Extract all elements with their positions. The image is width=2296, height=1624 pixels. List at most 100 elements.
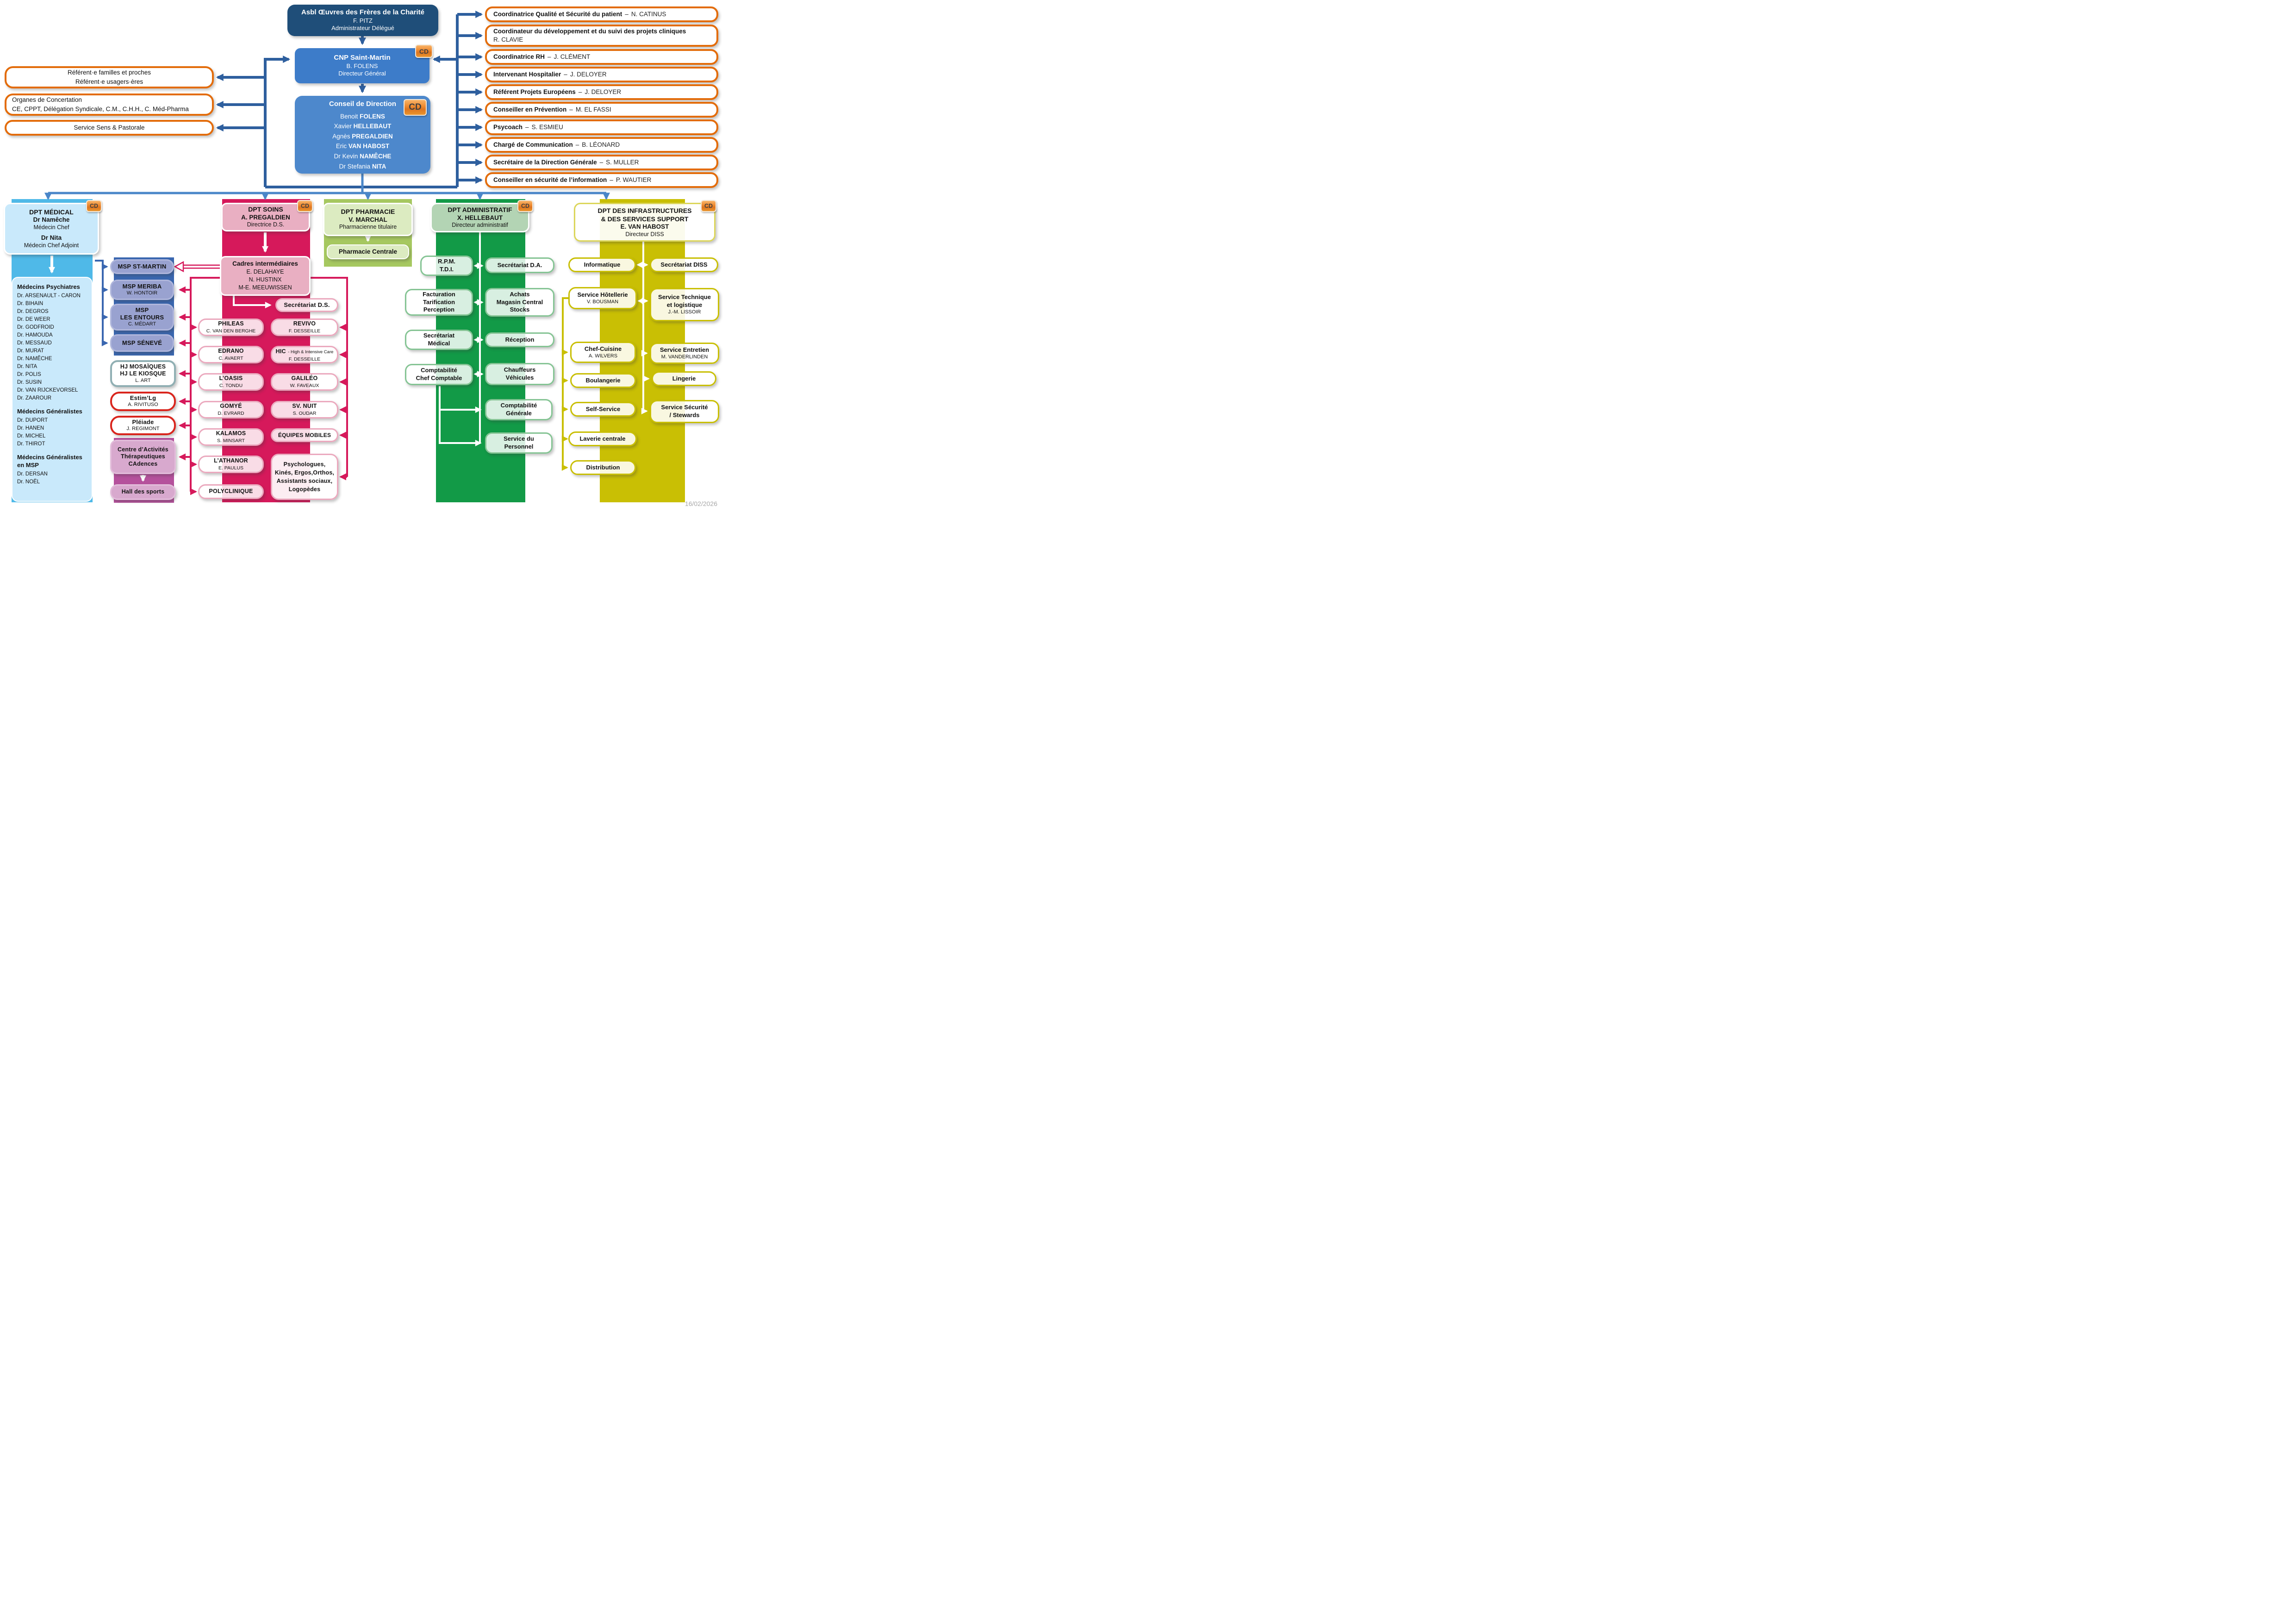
msp-meriba-box: MSP MERIBA W. HONTOIR xyxy=(110,280,174,300)
boulangerie-box: Boulangerie xyxy=(570,373,636,388)
cadres-title: Cadres intermédiaires xyxy=(232,260,298,268)
medical-header: DPT MÉDICAL Dr Namêche Médecin Chef Dr N… xyxy=(4,203,99,255)
cadres-to-stmartin-link xyxy=(174,261,220,273)
unit-name: E. PAULUS xyxy=(218,465,244,471)
unit-title: SV. NUIT xyxy=(292,403,317,410)
dash-separator: – xyxy=(575,141,579,148)
pharmacie-centrale-label: Pharmacie Centrale xyxy=(338,248,398,255)
cadences-box: Centre d’Activités Thérapeutiques CAdenc… xyxy=(110,440,176,474)
conseil-member: Eric VAN HABOST xyxy=(336,141,389,151)
light-blue-connectors xyxy=(44,174,610,200)
entretien-box: Service Entretien M. VANDERLINDEN xyxy=(650,343,719,364)
secretariat-medical-label: Secrétariat Médical xyxy=(423,332,455,347)
unit-sv-nuit: SV. NUIT S. OUDAR xyxy=(271,401,338,418)
cd-badge-diss: CD xyxy=(701,200,716,212)
service-personnel-box: Service du Personnel xyxy=(485,432,553,454)
asbl-title: Asbl Œuvres des Frères de la Charité xyxy=(301,8,424,17)
unit-title: ÉQUIPES MOBILES xyxy=(278,431,331,438)
staff-name: N. CATINUS xyxy=(631,10,666,18)
admin-header: DPT ADMINISTRATIF X. HELLEBAUT Directeur… xyxy=(430,203,529,232)
staff-name: S. MULLER xyxy=(606,158,639,166)
medical-group-psychiatres: Médecins Psychiatres Dr. ARSENAULT - CAR… xyxy=(17,283,81,402)
self-service-label: Self-Service xyxy=(585,405,621,412)
diss-header: DPT DES INFRASTRUCTURES & DES SERVICES S… xyxy=(574,203,716,242)
member-given: Eric xyxy=(336,143,347,150)
admin-title: DPT ADMINISTRATIF xyxy=(448,206,512,213)
asbl-role: Administrateur Délégué xyxy=(331,25,394,32)
staff-box-psycoach: Psycoach–S. ESMIEU xyxy=(485,119,718,135)
pharmacie-role: Pharmacienne titulaire xyxy=(339,224,397,231)
comptabilite-generale-box: Comptabilité Générale xyxy=(485,399,553,420)
unit-title: L’ATHANOR xyxy=(214,457,248,464)
soins-title: DPT SOINS xyxy=(248,206,283,213)
soins-name: A. PREGALDIEN xyxy=(241,213,290,221)
dash-separator: – xyxy=(578,88,582,95)
unit-oasis: L’OASIS C. TONDU xyxy=(198,373,264,391)
reception-box: Réception xyxy=(485,332,554,347)
staff-role: Coordinatrice RH xyxy=(493,53,545,60)
rpm-tdi-box: R.P.M. T.D.I. xyxy=(420,256,473,276)
staff-name: B. LÉONARD xyxy=(582,141,620,148)
secretariat-da-box: Secrétariat D.A. xyxy=(485,257,554,273)
medical-chief-name: Dr Namêche xyxy=(33,216,70,224)
group-names: Dr. ARSENAULT - CARON Dr. BIHAIN Dr. DEG… xyxy=(17,293,81,401)
msp-connectors xyxy=(95,260,108,346)
asbl-name: F. PITZ xyxy=(353,17,373,25)
informatique-box: Informatique xyxy=(568,257,636,272)
staff-name: S. ESMIEU xyxy=(531,123,563,131)
laverie-box: Laverie centrale xyxy=(568,431,637,446)
conseil-member: Dr Kevin NAMÊCHE xyxy=(334,151,392,162)
staff-name: J. CLÉMENT xyxy=(554,53,591,60)
dash-separator: – xyxy=(610,176,613,183)
msp-title: MSP ST-MARTIN xyxy=(118,262,167,270)
staff-name: J. DELOYER xyxy=(585,88,622,95)
group-heading: Médecins Psychiatres xyxy=(17,283,80,290)
lingerie-box: Lingerie xyxy=(652,371,716,386)
staff-role: Référent Projets Européens xyxy=(493,88,576,95)
rpm-label: R.P.M. T.D.I. xyxy=(437,258,456,273)
distribution-label: Distribution xyxy=(586,463,620,471)
unit-name: C. VAN DEN BERGHE xyxy=(206,328,256,334)
msp-st-martin-box: MSP ST-MARTIN xyxy=(110,259,174,274)
cuisine-name: A. WILVERS xyxy=(588,353,618,359)
conseil-member: Xavier HELLEBAUT xyxy=(334,121,392,131)
hall-des-sports-box: Hall des sports xyxy=(110,484,176,500)
dark-blue-connectors xyxy=(216,11,483,188)
cadres-names: E. DELAHAYE N. HUSTINX M-E. MEEUWISSEN xyxy=(238,269,292,291)
admin-role: Directeur administratif xyxy=(452,222,508,229)
psychologues-box: Psychologues, Kinés, Ergos,Orthos, Assis… xyxy=(271,454,338,500)
unit-title: REVIVO xyxy=(293,320,316,327)
group-heading: Médecins Généralistes en MSP xyxy=(17,454,82,468)
medical-chief-role: Médecin Chef xyxy=(33,224,69,231)
medical-adjoint-role: Médecin Chef Adjoint xyxy=(24,242,79,249)
member-family: NITA xyxy=(372,162,386,170)
comptabilite-generale-label: Comptabilité Générale xyxy=(500,402,537,417)
pleiade-title: Pléiade xyxy=(132,418,154,425)
unit-title: GOMYÉ xyxy=(220,403,242,410)
cnp-name: B. FOLENS xyxy=(346,62,378,70)
unit-polyclinique: POLYCLINIQUE xyxy=(198,484,264,499)
unit-suffix: - High & Intensive Care xyxy=(288,349,334,355)
unit-title: L’OASIS xyxy=(219,375,243,382)
dash-separator: – xyxy=(548,53,551,60)
staff-role: Intervenant Hospitalier xyxy=(493,70,561,78)
connector-layer xyxy=(44,11,650,495)
msp-name: C. MÉDART xyxy=(128,321,156,327)
chauffeurs-box: Chauffeurs Véhicules xyxy=(485,363,554,385)
pharmacie-header: DPT PHARMACIE V. MARCHAL Pharmacienne ti… xyxy=(323,203,413,236)
cd-badge-medical: CD xyxy=(86,200,102,212)
chef-cuisine-box: Chef-Cuisine A. WILVERS xyxy=(570,342,636,363)
secretariat-diss-label: Secrétariat DISS xyxy=(660,261,708,268)
referent-label: Référent·e familles et proches Référent·… xyxy=(67,69,151,85)
staff-role: Conseiller en sécurité de l’information xyxy=(493,176,607,183)
hotellerie-name: V. BOUSMAN xyxy=(586,299,619,305)
staff-box-communication: Chargé de Communication–B. LÉONARD xyxy=(485,137,718,153)
msp-name: W. HONTOIR xyxy=(126,290,158,296)
technique-box: Service Technique et logistique J.-M. LI… xyxy=(650,288,719,321)
msp-les-entours-box: MSP LES ENTOURS C. MÉDART xyxy=(110,304,174,331)
hj-box: HJ MOSAÏQUES HJ LE KIOSQUE L. ART xyxy=(110,360,176,387)
white-connectors xyxy=(49,232,650,482)
date-label: 16/02/2026 xyxy=(684,500,717,507)
conseil-member: Benoit FOLENS xyxy=(340,112,385,122)
boulangerie-label: Boulangerie xyxy=(585,376,621,384)
